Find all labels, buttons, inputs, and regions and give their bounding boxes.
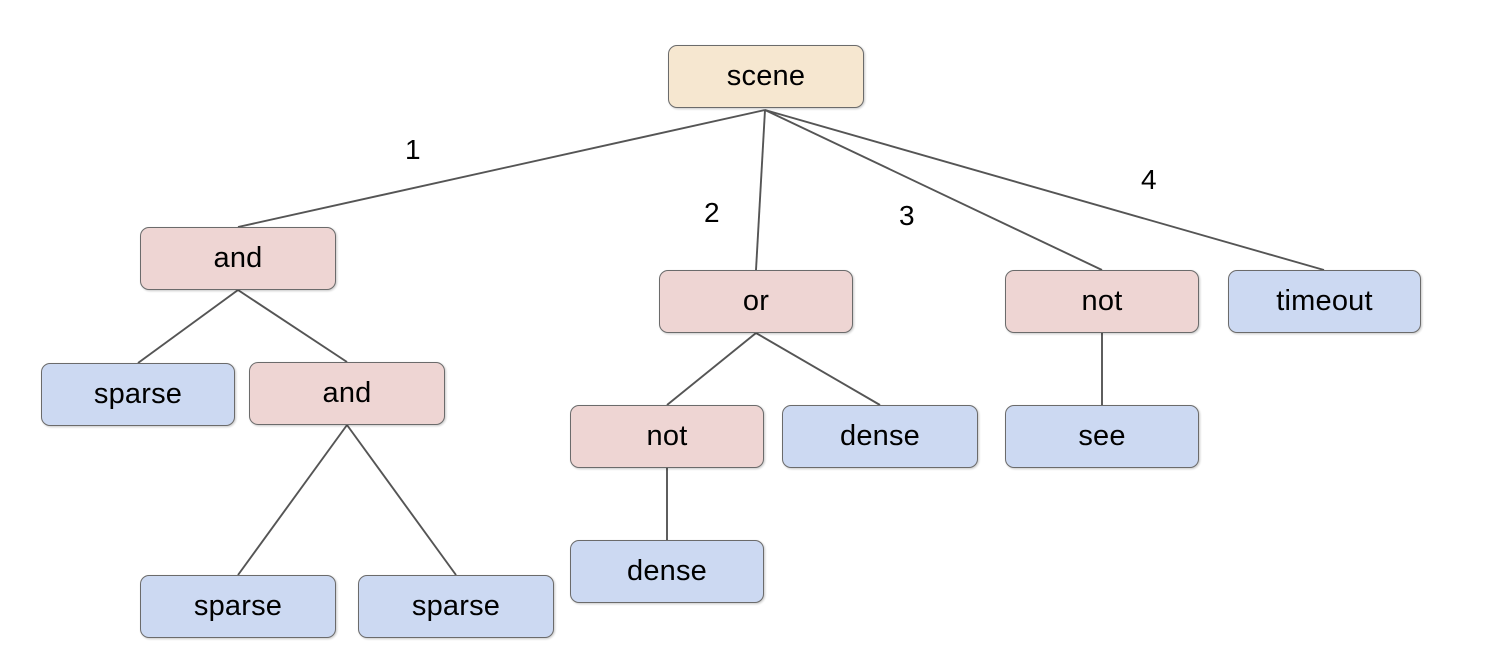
- tree-node-label: timeout: [1276, 285, 1373, 317]
- tree-node-not1[interactable]: not: [570, 405, 764, 468]
- tree-node-label: dense: [839, 420, 920, 452]
- tree-node-see1[interactable]: see: [1005, 405, 1199, 468]
- tree-node-timeout1[interactable]: timeout: [1228, 270, 1421, 333]
- tree-node-label: sparse: [93, 378, 183, 410]
- tree-node-label: and: [322, 377, 372, 409]
- tree-node-not2[interactable]: not: [1005, 270, 1199, 333]
- tree-node-sparse1[interactable]: sparse: [41, 363, 235, 426]
- tree-node-label: or: [742, 285, 770, 317]
- tree-edge: [346, 424, 457, 576]
- tree-node-dense2[interactable]: dense: [570, 540, 764, 603]
- tree-node-sparse3[interactable]: sparse: [358, 575, 554, 638]
- tree-node-or1[interactable]: or: [659, 270, 853, 333]
- tree-node-scene[interactable]: scene: [668, 45, 864, 108]
- tree-node-and1[interactable]: and: [140, 227, 336, 290]
- tree-edge: [666, 332, 757, 406]
- tree-edge: [755, 109, 766, 271]
- edge-label-2: 2: [704, 197, 720, 228]
- tree-node-label: and: [213, 242, 263, 274]
- tree-edge: [764, 109, 1325, 271]
- tree-node-dense1[interactable]: dense: [782, 405, 978, 468]
- tree-edge: [755, 332, 881, 406]
- tree-node-label: not: [646, 420, 688, 452]
- tree-edge: [237, 289, 348, 363]
- tree-node-label: dense: [626, 555, 707, 587]
- tree-node-label: sparse: [193, 590, 283, 622]
- tree-node-label: see: [1078, 420, 1126, 452]
- edge-label-3: 3: [899, 200, 915, 231]
- tree-node-and2[interactable]: and: [249, 362, 445, 425]
- tree-node-label: not: [1081, 285, 1123, 317]
- edge-label-4: 4: [1141, 164, 1157, 195]
- tree-edge: [237, 109, 766, 228]
- tree-node-label: scene: [726, 60, 806, 92]
- tree-node-label: sparse: [411, 590, 501, 622]
- tree-edge: [137, 289, 239, 364]
- tree-edge: [237, 424, 348, 576]
- tree-node-sparse2[interactable]: sparse: [140, 575, 336, 638]
- edge-label-1: 1: [405, 134, 421, 165]
- tree-edge: [764, 109, 1103, 271]
